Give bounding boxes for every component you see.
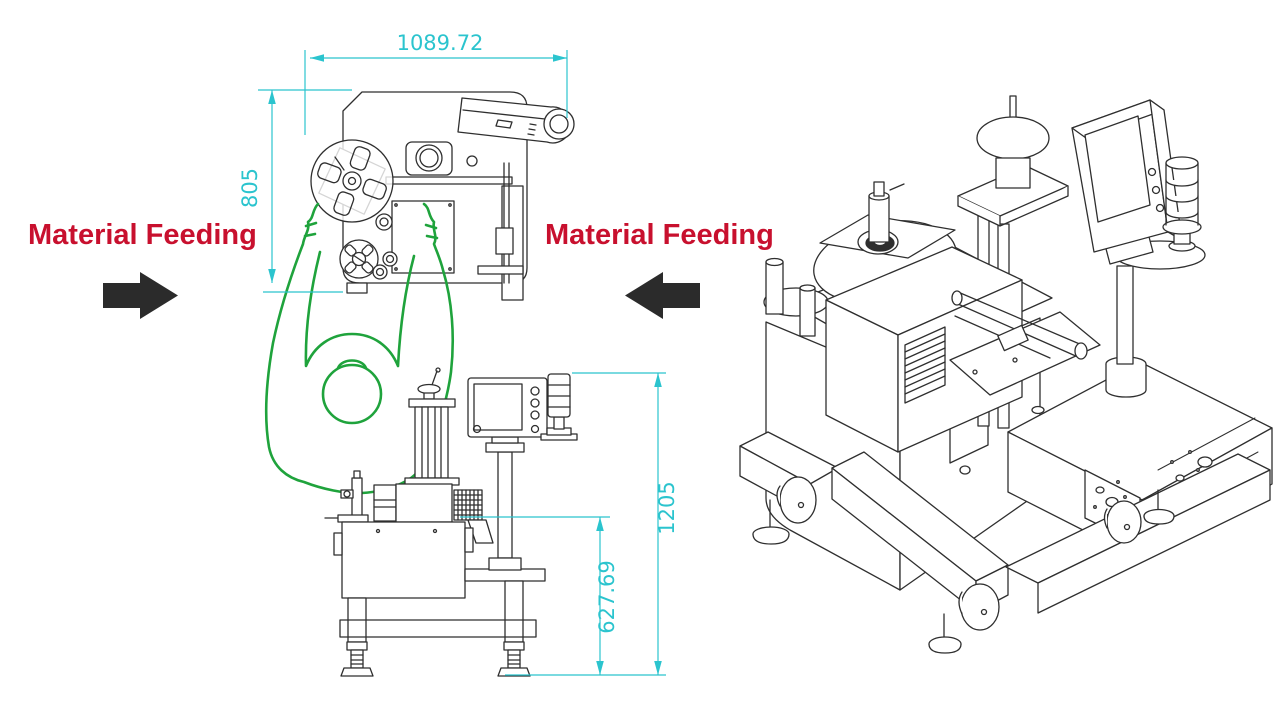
- front-view-stack-light: [540, 373, 578, 441]
- iso-monitor-assembly: [1071, 99, 1206, 398]
- dimension-top-width: 1089.72: [304, 31, 568, 135]
- front-view-monitor: [467, 377, 548, 453]
- iso-casters: [752, 476, 1175, 654]
- iso-monitor-screen: [1084, 115, 1151, 223]
- top-view-arm-end: [543, 108, 575, 140]
- front-view-screen: [473, 383, 523, 431]
- dimension-left-height: 805: [238, 89, 352, 293]
- front-view-vent-grill: [453, 489, 483, 521]
- material-feeding-label-right: Material Feeding: [545, 219, 774, 251]
- dimension-overall-height: 1205: [505, 372, 679, 676]
- iso-stack-light: [1162, 156, 1202, 252]
- rewind-reel: [339, 239, 379, 279]
- iso-guide-rollers: [765, 257, 816, 337]
- dim-left-height-text: 805: [238, 168, 262, 208]
- material-feeding-arrow-left-icon: [625, 272, 700, 319]
- dimension-partial-height: 627.69: [460, 516, 619, 675]
- front-view-foot-right: [497, 641, 531, 677]
- dim-overall-height-text: 1205: [655, 481, 679, 534]
- front-view-body: [341, 521, 466, 599]
- isometric-view-drawing: [739, 95, 1273, 654]
- top-view-drawing: [310, 91, 575, 301]
- label-reel: [310, 139, 394, 223]
- iso-handwheel: [976, 95, 1050, 189]
- top-view-label-plate: [391, 200, 455, 274]
- material-feeding-arrow-right-icon: [103, 272, 178, 319]
- material-feeding-label-left: Material Feeding: [28, 219, 257, 251]
- front-view-foot-left: [340, 641, 374, 677]
- dim-top-width-text: 1089.72: [397, 31, 484, 55]
- front-view-drawing: [324, 367, 578, 677]
- dim-partial-height-text: 627.69: [595, 560, 619, 633]
- iso-roller-assembly: [949, 290, 1101, 396]
- top-view-foot-tab: [346, 282, 368, 294]
